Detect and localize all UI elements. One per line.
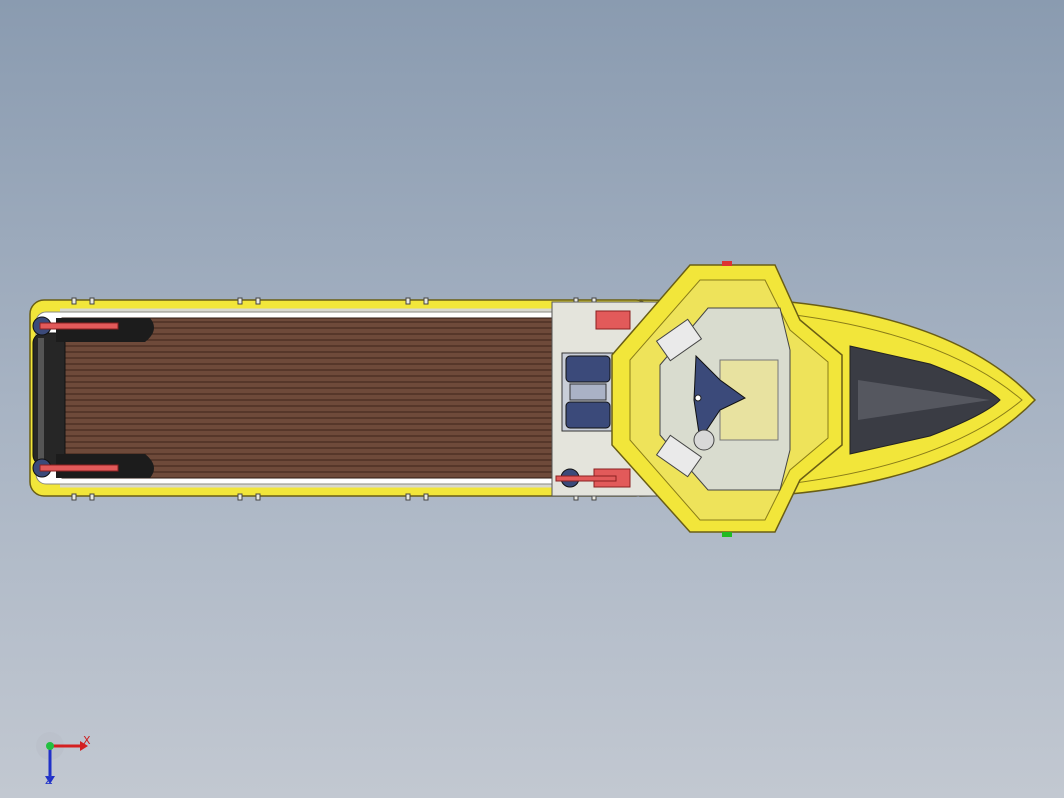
helm-seat [693,429,715,451]
seat-top [655,318,703,362]
rail-cleat [89,493,95,501]
foredeck-ram-bottom [555,475,617,482]
rail-cleat [405,493,411,501]
winch-drum-top [565,355,611,383]
bow-inner-rim [769,311,1023,487]
rail-cleat [237,297,243,305]
winch-drum-bottom [565,401,611,429]
z-axis-label: Z [45,774,53,787]
nav-light-green [722,532,732,537]
rail-cleat [405,297,411,305]
wood-deck [61,317,555,479]
stern-ram-bottom [32,458,119,478]
helm-console [693,354,746,442]
y-axis-dot [46,742,54,750]
stern-roller [32,332,66,466]
rail-cleat [255,297,261,305]
axis-triad: X Z [36,728,106,788]
stern-fairing-top [56,318,154,342]
winch-shaft [569,383,607,401]
nav-light-red [722,261,732,266]
rail-cleat [423,493,429,501]
helm-hub [694,394,702,402]
stern-ram-top [32,316,119,336]
rail-cleat [237,493,243,501]
rail-cleat [423,297,429,305]
rail-cleat [89,297,95,305]
x-axis-label: X [83,734,91,747]
foredeck-clamp-top [595,310,631,330]
rail-cleats [71,297,597,501]
rail-cleat [255,493,261,501]
rail-cleat [71,297,77,305]
triad-graphic [36,732,88,784]
bow-deck-highlight [858,380,990,420]
rail-cleat [71,493,77,501]
deck-planks [64,321,552,473]
stern-roller-highlight [38,338,44,460]
seat-bottom [655,434,703,478]
